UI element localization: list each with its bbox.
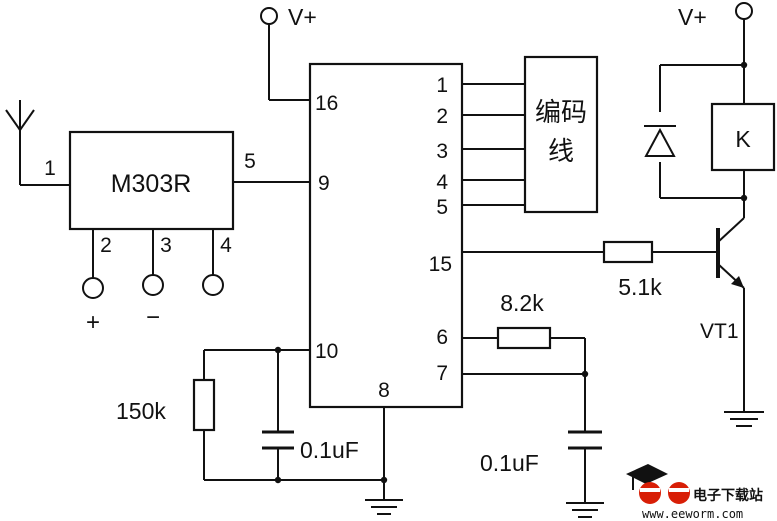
oscillator-network: 8.2k 0.1uF [462, 290, 604, 518]
osc-resistor-value: 8.2k [500, 290, 544, 316]
ic-pin-15: 15 [429, 253, 452, 276]
antenna [5, 100, 70, 186]
transistor-label: VT1 [700, 320, 739, 343]
terminal-pin-4 [202, 274, 224, 296]
watermark-url: www.eeworm.com [642, 507, 743, 521]
ic-pin-16: 16 [315, 92, 338, 115]
ic-pin-6: 6 [436, 326, 448, 349]
timing-network: 150k 0.1uF [116, 346, 403, 515]
module-pin-3: 3 [160, 234, 172, 257]
watermark-brand: 电子下载站 [693, 487, 763, 503]
ic-pin-1: 1 [436, 74, 448, 97]
polarity-minus: − [146, 304, 160, 331]
module-pin-2: 2 [100, 234, 112, 257]
encoder-lines: 编码 线 [462, 55, 599, 214]
ic-pin-9: 9 [318, 172, 330, 195]
ground-emitter [724, 411, 764, 427]
module-pin-5: 5 [244, 150, 256, 173]
base-resistor: 5.1k [462, 240, 718, 300]
module-name: M303R [111, 170, 192, 198]
relay-circuit: V+ K [644, 2, 776, 202]
encoder-label-line2: 线 [548, 136, 574, 166]
ic-pin-4: 4 [436, 171, 448, 194]
watermark: 电子下载站 www.eeworm.com [626, 464, 763, 521]
relay-label: K [735, 126, 751, 152]
terminal-plus [82, 277, 104, 299]
module-pin-1: 1 [44, 157, 56, 180]
m303r-module: M303R 1 5 2 3 4 + − [44, 130, 310, 336]
timing-resistor-value: 150k [116, 398, 166, 424]
supply-right-label: V+ [678, 4, 707, 30]
encoder-label-line1: 编码 [535, 97, 587, 127]
module-pin-4: 4 [220, 234, 232, 257]
ic-pin-10: 10 [315, 340, 338, 363]
ic-pin-3: 3 [436, 140, 448, 163]
terminal-minus [142, 274, 164, 296]
polarity-plus: + [86, 309, 100, 336]
supply-left-label: V+ [288, 4, 317, 30]
ic-pin-8: 8 [378, 379, 390, 402]
cap-right-value: 0.1uF [480, 450, 539, 476]
transistor-vt1: VT1 [700, 198, 745, 412]
cap-left-value: 0.1uF [300, 437, 359, 463]
supply-left: V+ [260, 4, 317, 101]
decoder-ic: 16 9 10 1 2 3 4 5 15 6 7 8 [308, 62, 464, 409]
base-resistor-value: 5.1k [618, 274, 662, 300]
ic-pin-5: 5 [436, 196, 448, 219]
eeworm-logo-icon [626, 464, 690, 504]
ic-pin-2: 2 [436, 105, 448, 128]
ic-pin-7: 7 [436, 362, 448, 385]
